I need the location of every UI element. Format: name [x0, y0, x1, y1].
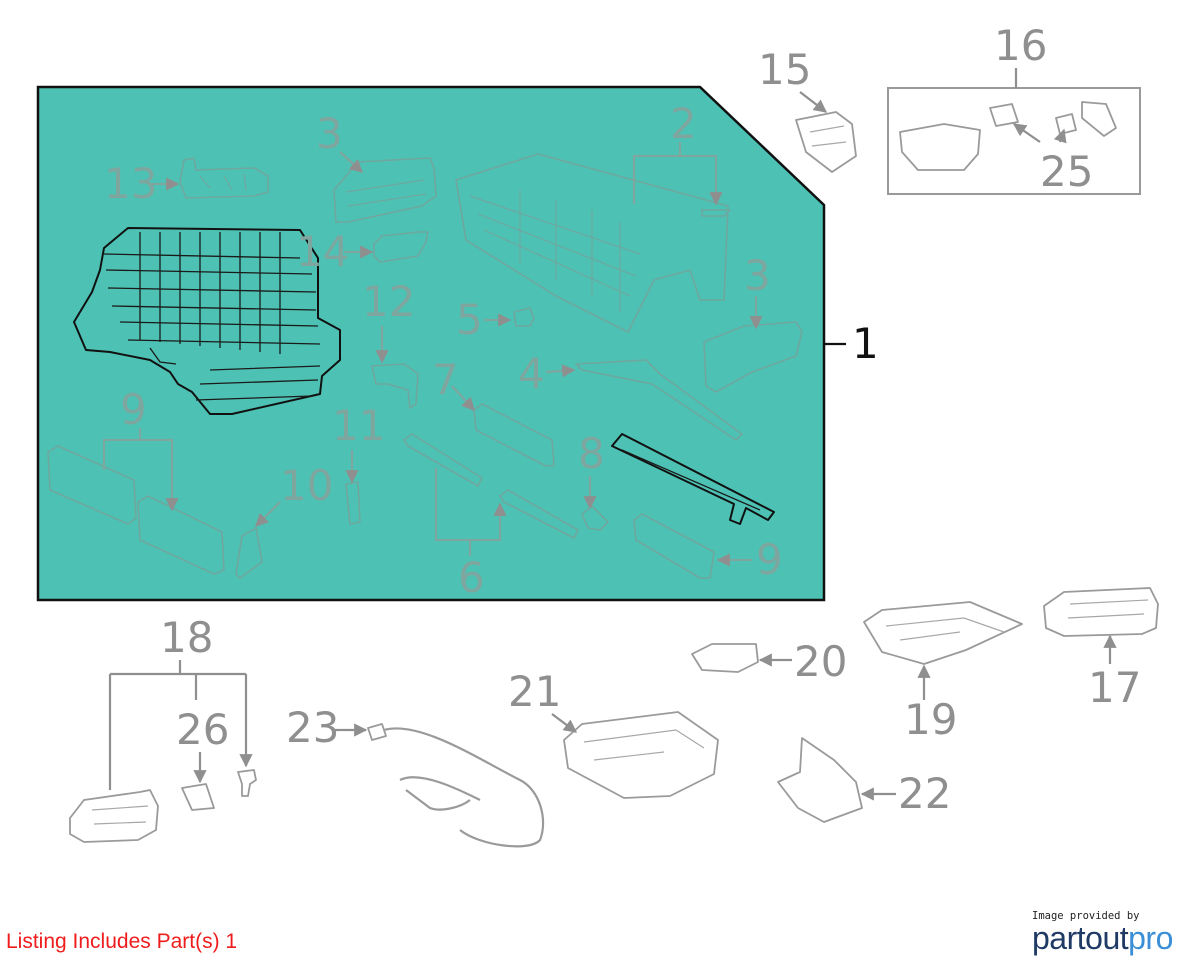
- part-3-lower: 3: [703, 251, 803, 393]
- brand-logo: partoutpro: [1032, 920, 1173, 957]
- callout-23: 22: [898, 769, 951, 818]
- callout-11: 11: [332, 401, 385, 450]
- part-17-group: 16 25: [887, 21, 1141, 196]
- callout-10: 9: [120, 385, 147, 434]
- part-3-upper: 3: [316, 109, 437, 223]
- part-15: 14: [296, 227, 429, 276]
- callout-2: 2: [670, 99, 697, 148]
- part-12: 10: [235, 461, 333, 579]
- part-19-group: 18 26: [69, 613, 256, 843]
- part-10: 9: [47, 385, 225, 575]
- callout-12: 10: [280, 461, 333, 510]
- callout-21: 20: [794, 637, 847, 686]
- callout-15: 14: [296, 227, 349, 276]
- callout-17: 16: [994, 21, 1047, 70]
- callout-6: 6: [458, 553, 485, 602]
- part-20: 19: [863, 601, 1023, 744]
- part-13: 12: [362, 277, 419, 409]
- part-9: 9: [633, 513, 783, 584]
- part-2-cover: 2: [455, 99, 731, 333]
- part-6: 6: [403, 433, 579, 602]
- part-14: 13: [104, 157, 269, 208]
- brand-main: partout: [1032, 920, 1129, 956]
- callout-16: 15: [758, 45, 811, 94]
- part-16: 15: [758, 45, 857, 173]
- callout-5: 5: [456, 295, 483, 344]
- callout-25: 25: [1040, 147, 1093, 196]
- part-5: 5: [456, 295, 535, 344]
- callout-3-upper: 3: [316, 109, 343, 158]
- part-24: 23: [286, 703, 545, 848]
- callout-18: 17: [1088, 663, 1141, 712]
- callout-22: 21: [508, 667, 561, 716]
- callout-3-lower: 3: [744, 251, 771, 300]
- part-18: 17: [1043, 587, 1159, 712]
- callout-7: 7: [432, 355, 459, 404]
- part-11: 11: [332, 401, 385, 525]
- callout-8: 8: [578, 429, 605, 478]
- part-23: 22: [777, 737, 951, 823]
- callout-13: 12: [362, 277, 415, 326]
- image-credit-label: Image provided by: [1032, 910, 1140, 922]
- part-21: 20: [691, 637, 847, 686]
- callout-4: 4: [518, 349, 545, 398]
- battery-module-part: [73, 227, 341, 415]
- callout-20: 19: [904, 695, 957, 744]
- part-4: 4: [518, 349, 743, 441]
- callout-1: 1: [852, 319, 879, 368]
- callout-group-1: 1: [824, 319, 879, 368]
- callout-26: 26: [176, 705, 229, 754]
- callout-24: 23: [286, 703, 339, 752]
- callout-14: 13: [104, 159, 157, 208]
- callout-9: 9: [756, 535, 783, 584]
- part-7: 7: [432, 355, 555, 467]
- listing-note: Listing Includes Part(s) 1: [6, 930, 238, 953]
- callout-19: 18: [160, 613, 213, 662]
- brand-accent: pro: [1128, 920, 1173, 956]
- part-22: 21: [508, 667, 719, 799]
- part-8: 8: [578, 429, 775, 531]
